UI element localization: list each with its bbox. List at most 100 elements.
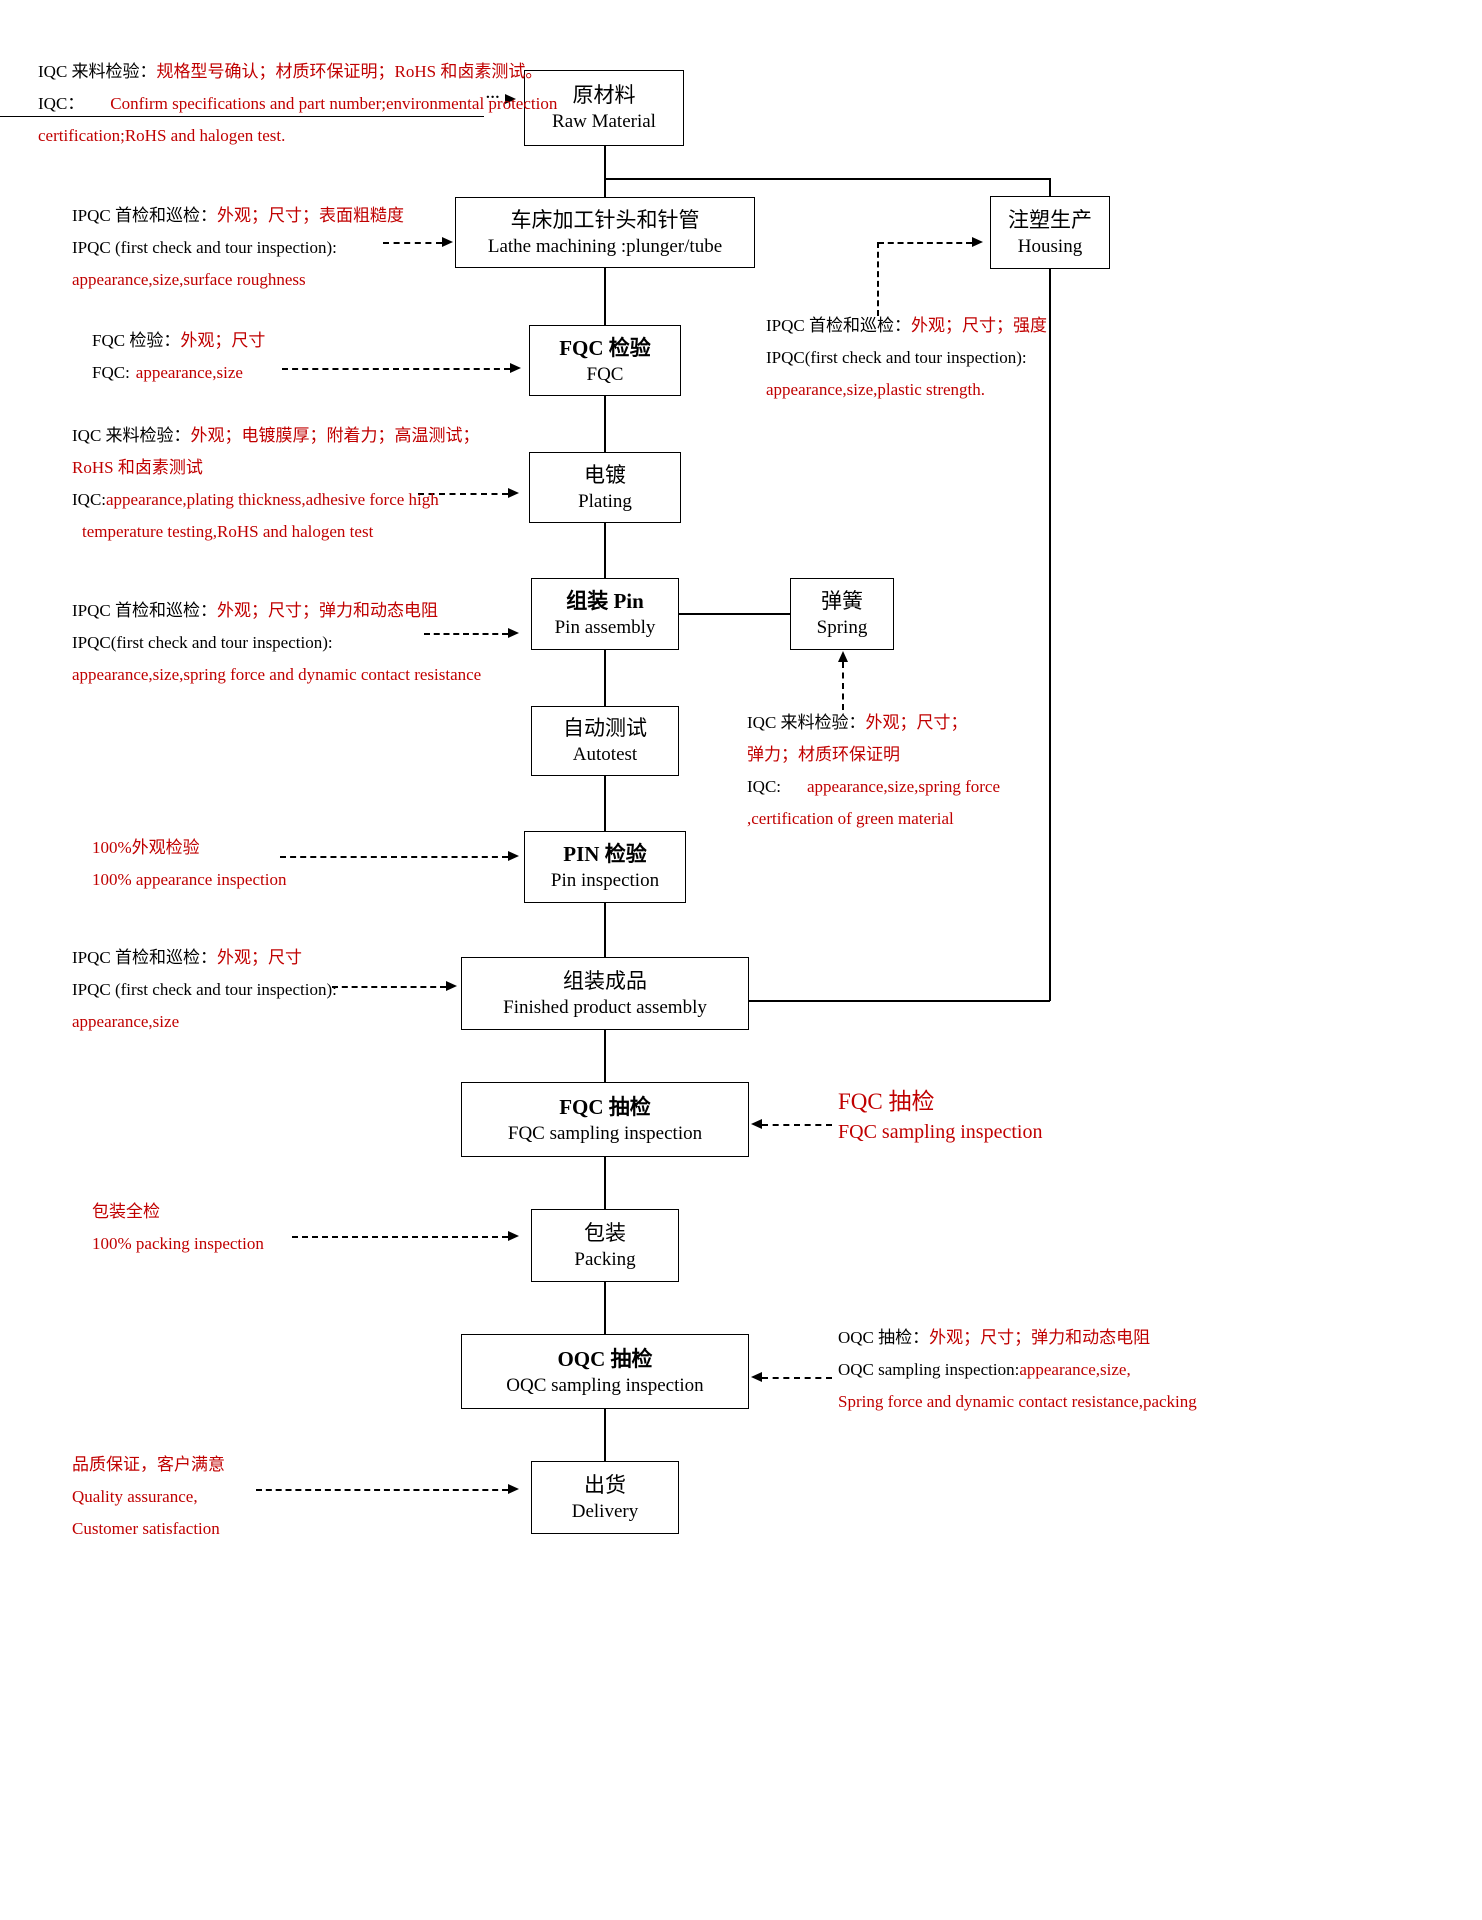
node-label-cn: 组装 Pin: [566, 589, 644, 613]
node-label-en: FQC sampling inspection: [507, 1122, 703, 1144]
annotation-ipqc-housing: IPQC 首检和巡检：外观；尺寸；强度 IPQC(first check and…: [766, 316, 1047, 412]
annotation-line: IPQC 首检和巡检：外观；尺寸；表面粗糙度: [72, 206, 404, 226]
annotation-red-text: appearance,size,spring force: [807, 777, 1001, 797]
node-spring: 弹簧 Spring: [790, 578, 894, 650]
connector-pin-spring: [679, 613, 790, 615]
annotation-red-text: appearance,size,spring force and dynamic…: [72, 665, 482, 685]
annotation-pin-100-inspection: 100%外观检验 100% appearance inspection: [92, 838, 286, 902]
annotation-line: IPQC(first check and tour inspection):: [72, 633, 481, 653]
dashed-arrow-fqc-sampling: [762, 1124, 832, 1126]
dashed-arrow-lathe: [383, 242, 442, 244]
annotation-ipqc-pin-assembly: IPQC 首检和巡检：外观；尺寸；弹力和动态电阻 IPQC(first chec…: [72, 601, 481, 697]
annotation-black-label: IPQC 首检和巡检：: [72, 948, 217, 967]
annotation-red-text: 外观；尺寸；弹力和动态电阻: [216, 601, 438, 620]
node-pin-assembly: 组装 Pin Pin assembly: [531, 578, 679, 650]
node-label-cn: 车床加工针头和针管: [510, 207, 700, 232]
connector-packing-oqc: [604, 1282, 606, 1334]
annotation-line: FQC 抽检: [838, 1088, 1042, 1115]
annotation-red-text: 100% packing inspection: [92, 1234, 264, 1254]
annotation-red-text: FQC 抽检: [838, 1089, 935, 1114]
annotation-line: RoHS 和卤素测试: [72, 458, 480, 478]
annotation-red-text: 100%外观检验: [92, 838, 200, 857]
dashed-arrow-packing: [292, 1236, 508, 1238]
arrow-up-icon: [838, 651, 848, 662]
node-label-cn: 弹簧: [821, 589, 863, 613]
node-label-en: Spring: [816, 617, 868, 639]
arrow-right-icon: [972, 237, 983, 247]
annotation-line: IPQC(first check and tour inspection):: [766, 348, 1047, 368]
annotation-line: IPQC 首检和巡检：外观；尺寸: [72, 948, 337, 968]
annotation-red-text: FQC sampling inspection: [838, 1121, 1043, 1144]
annotation-line: IQC：Confirm specifications and part numb…: [38, 94, 557, 114]
annotation-line: IPQC 首检和巡检：外观；尺寸；弹力和动态电阻: [72, 601, 481, 621]
arrow-right-icon: [508, 488, 519, 498]
annotation-line: appearance,size: [72, 1012, 337, 1032]
node-label-en: FQC: [586, 363, 624, 385]
annotation-red-text: 外观；电镀膜厚；附着力；高温测试；: [190, 426, 480, 445]
annotation-red-text: Spring force and dynamic contact resista…: [838, 1392, 1197, 1412]
annotation-red-text: 外观；尺寸: [216, 948, 302, 967]
connector-fqc-plating: [604, 396, 606, 452]
annotation-line: appearance,size,plastic strength.: [766, 380, 1047, 400]
annotation-line: FQC:appearance,size: [92, 363, 265, 383]
node-label-en: Pin inspection: [550, 870, 660, 892]
annotation-black-label: IQC 来料检验：: [72, 426, 191, 445]
annotation-line: appearance,size,surface roughness: [72, 270, 404, 290]
node-label-cn: FQC 检验: [559, 335, 651, 360]
node-label-en: Autotest: [572, 744, 638, 766]
ellipsis-dots: ...: [486, 86, 501, 102]
node-raw-material: 原材料 Raw Material: [524, 70, 684, 146]
annotation-line: Spring force and dynamic contact resista…: [838, 1392, 1197, 1412]
arrow-right-icon: [508, 851, 519, 861]
dashed-arrow-pin-inspection: [280, 856, 508, 858]
annotation-iqc-plating: IQC 来料检验：外观；电镀膜厚；附着力；高温测试； RoHS 和卤素测试 IQ…: [72, 426, 480, 554]
annotation-black-label: FQC:: [92, 363, 130, 383]
annotation-line: IQC:appearance,size,spring force: [747, 777, 1000, 797]
dashed-arrow-fqc: [282, 368, 510, 370]
connector-annotation-raw-line: [0, 116, 484, 118]
annotation-black-label: IPQC (first check and tour inspection):: [72, 980, 337, 1000]
node-label-cn: 出货: [584, 1472, 626, 1497]
node-fqc-sampling-inspection: FQC 抽检 FQC sampling inspection: [461, 1082, 749, 1157]
annotation-line: FQC 检验：外观；尺寸: [92, 331, 265, 351]
annotation-line: 100%外观检验: [92, 838, 286, 858]
connector-pin-autotest: [604, 650, 606, 706]
annotation-delivery-quality: 品质保证，客户满意 Quality assurance, Customer sa…: [72, 1455, 225, 1551]
annotation-black-label: IQC：: [38, 94, 85, 114]
annotation-line: 100% appearance inspection: [92, 870, 286, 890]
node-label-en: OQC sampling inspection: [506, 1374, 704, 1396]
annotation-black-label: IQC 来料检验：: [747, 713, 866, 732]
annotation-line: IPQC (first check and tour inspection):: [72, 238, 404, 258]
node-label-cn: PIN 检验: [563, 842, 647, 866]
arrow-right-icon: [510, 363, 521, 373]
node-delivery: 出货 Delivery: [531, 1461, 679, 1534]
dashed-arrow-plating: [418, 493, 508, 495]
connector-fqcsampling-packing: [604, 1157, 606, 1209]
arrow-right-icon: [446, 981, 457, 991]
annotation-line: OQC sampling inspection:appearance,size,: [838, 1360, 1197, 1380]
annotation-line: IQC:appearance,plating thickness,adhesiv…: [72, 490, 480, 510]
connector-housing-down: [1049, 269, 1051, 1001]
arrow-left-icon: [751, 1372, 762, 1382]
node-label-cn: 自动测试: [563, 716, 647, 740]
annotation-line: OQC 抽检：外观；尺寸；弹力和动态电阻: [838, 1328, 1197, 1348]
arrow-right-icon: [508, 1231, 519, 1241]
node-label-cn: 电镀: [584, 462, 626, 487]
node-label-en: Pin assembly: [554, 617, 656, 639]
node-label-cn: 原材料: [572, 83, 636, 107]
annotation-black-label: IQC:: [72, 490, 106, 510]
node-label-cn: FQC 抽检: [559, 1094, 651, 1119]
arrow-right-icon: [505, 94, 516, 104]
arrow-right-icon: [508, 628, 519, 638]
annotation-black-label: FQC 检验：: [92, 331, 181, 350]
connector-raw-lathe: [604, 146, 606, 197]
arrow-right-icon: [508, 1484, 519, 1494]
annotation-black-label: IQC 来料检验：: [38, 62, 157, 81]
connector-housing-finished: [749, 1000, 1050, 1002]
annotation-red-text: appearance,plating thickness,adhesive fo…: [106, 490, 439, 510]
node-autotest: 自动测试 Autotest: [531, 706, 679, 776]
annotation-black-label: IPQC 首检和巡检：: [72, 601, 217, 620]
annotation-red-text: 外观；尺寸；表面粗糙度: [216, 206, 404, 225]
annotation-line: 100% packing inspection: [92, 1234, 264, 1254]
annotation-red-text: appearance,size: [72, 1012, 180, 1032]
